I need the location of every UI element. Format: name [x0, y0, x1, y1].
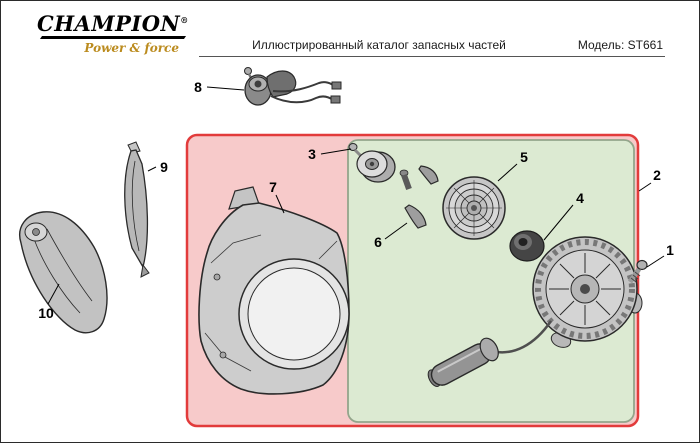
- part-label-2[interactable]: 2: [653, 167, 661, 183]
- leader-line-2: [638, 182, 652, 192]
- part-label-7[interactable]: 7: [269, 179, 277, 195]
- leader-line-6: [384, 222, 408, 240]
- part-4-seal: [509, 230, 545, 262]
- champion-logo: CHAMPION® Power & force: [37, 8, 189, 56]
- part-3-pulley: [348, 143, 396, 183]
- part-label-8[interactable]: 8: [194, 79, 202, 95]
- leader-line-9: [147, 166, 157, 172]
- part-label-5[interactable]: 5: [520, 149, 528, 165]
- part-1-bolt: [627, 259, 648, 284]
- recoil-starter-assembly: [532, 236, 643, 348]
- part-10-guard: [19, 211, 108, 334]
- page-title: Иллюстрированный каталог запасных частей: [252, 38, 506, 52]
- registered-mark: ®: [180, 15, 189, 25]
- leader-line-3: [320, 148, 352, 155]
- part-5-starter-reel: [442, 176, 506, 240]
- brand-text: CHAMPION: [37, 11, 181, 36]
- part-9-bracket: [124, 141, 150, 278]
- leader-line-10: [47, 283, 60, 305]
- brand-name: CHAMPION®: [37, 8, 189, 36]
- part-label-3[interactable]: 3: [308, 146, 316, 162]
- part-7-fan-housing: [198, 186, 350, 395]
- leader-line-5: [497, 163, 518, 182]
- leader-lines: [47, 86, 665, 305]
- part-label-10[interactable]: 10: [38, 305, 54, 321]
- part-8-ignition-switch: [244, 67, 342, 106]
- leader-line-4: [543, 204, 574, 241]
- leader-line-8: [206, 86, 245, 91]
- part-label-1[interactable]: 1: [666, 242, 674, 258]
- header-divider: [199, 56, 665, 57]
- part-label-6[interactable]: 6: [374, 234, 382, 250]
- part-label-4[interactable]: 4: [576, 190, 584, 206]
- leader-line-7: [275, 194, 285, 214]
- starter-handle: [427, 337, 499, 387]
- brand-tagline: Power & force: [84, 41, 179, 55]
- model-label: Модель: ST661: [577, 38, 663, 52]
- part-6-pawl-clips: [399, 165, 439, 229]
- part-label-9[interactable]: 9: [160, 159, 168, 175]
- part-callouts: 1 2 3 4 5 6 7 8 9 10: [38, 79, 674, 321]
- leader-line-1: [646, 255, 665, 268]
